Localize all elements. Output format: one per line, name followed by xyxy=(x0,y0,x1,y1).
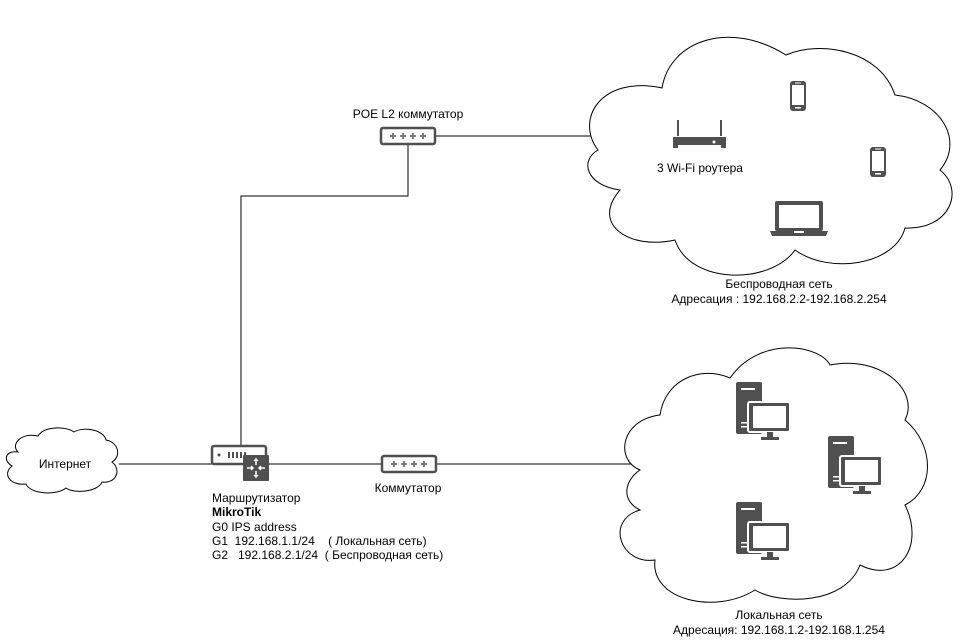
poe-switch-label: POE L2 коммутатор xyxy=(352,107,464,121)
wireless-net-addressing: Адресация : 192.168.2.2-192.168.2.254 xyxy=(671,292,887,306)
smartphone-icon xyxy=(870,147,886,177)
switch-icon xyxy=(380,454,438,474)
router-port-g2: G2 192.168.2.1/24 ( Беспроводная сеть) xyxy=(212,548,444,562)
poe-switch-icon xyxy=(379,126,437,146)
internet-cloud xyxy=(5,427,119,494)
wireless-cloud xyxy=(587,36,953,276)
internet-label: Интернет xyxy=(38,457,92,471)
local-net-addressing: Адресация: 192.168.1.2-192.168.1.254 xyxy=(673,623,885,637)
wireless-net-title: Беспроводная сеть xyxy=(725,277,833,291)
switch-label: Коммутатор xyxy=(374,481,442,495)
link-router-poe xyxy=(240,144,409,445)
local-cloud xyxy=(619,347,928,603)
smartphone-icon xyxy=(790,81,806,111)
laptop-icon xyxy=(770,201,828,236)
router-port-g0: G0 IPS address xyxy=(212,520,297,534)
local-net-title: Локальная сеть xyxy=(735,608,823,622)
router-port-g1: G1 192.168.1.1/24 ( Локальная сеть) xyxy=(212,534,427,548)
router-label: Маршрутизатор xyxy=(212,491,301,505)
wifi-router-label: 3 Wi-Fi роутера xyxy=(657,161,743,175)
wifi-router-icon xyxy=(673,120,726,148)
router-model: MikroTik xyxy=(212,505,262,519)
router-icon xyxy=(210,444,269,481)
